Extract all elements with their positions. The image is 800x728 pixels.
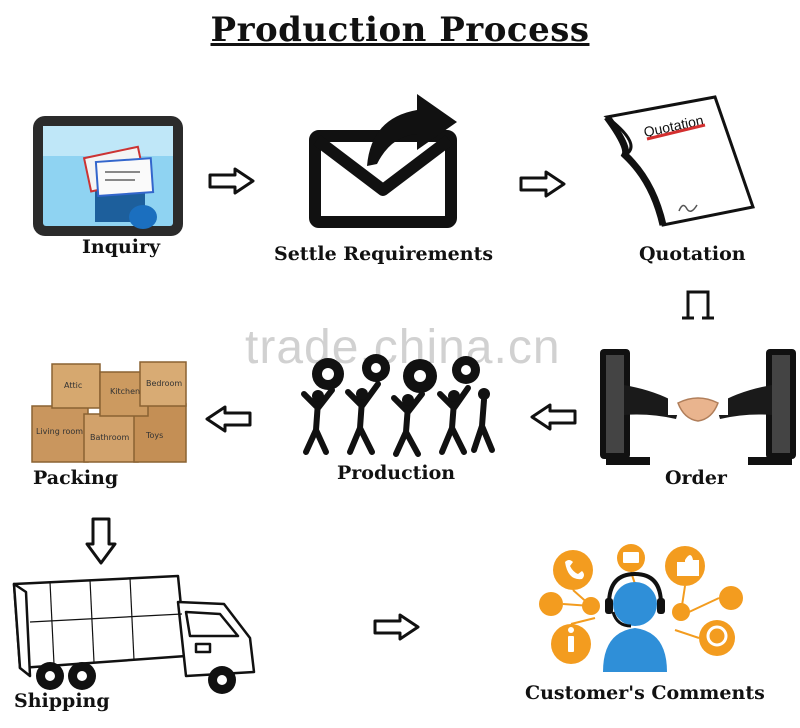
tablet-mailbox-icon	[33, 116, 183, 236]
box-label: Bathroom	[90, 433, 130, 442]
step-label-order: Order	[665, 467, 727, 489]
step-label-settle-requirements: Settle Requirements	[274, 243, 494, 265]
box-label: Toys	[145, 431, 163, 440]
step-label-customers-comments: Customer's Comments	[525, 682, 765, 704]
arrow-left-icon	[205, 405, 252, 433]
arrow-down-icon	[682, 290, 714, 320]
arrow-right-icon	[208, 167, 255, 195]
arrow-down-icon	[85, 517, 117, 565]
arrow-right-icon	[373, 613, 420, 641]
step-label-production: Production	[337, 462, 456, 484]
box-label: Living room	[36, 427, 83, 436]
page-title: Production Process	[210, 10, 590, 50]
step-label-packing: Packing	[33, 467, 119, 489]
customer-service-icon	[539, 544, 743, 672]
envelope-share-icon	[309, 94, 457, 228]
step-label-quotation: Quotation	[639, 243, 746, 265]
watermark: trade.china.cn	[245, 321, 561, 374]
step-label-inquiry: Inquiry	[82, 236, 161, 258]
quotation-document-icon: Quotation	[603, 95, 755, 227]
delivery-truck-icon	[12, 574, 256, 694]
arrow-right-icon	[519, 170, 566, 198]
step-label-shipping: Shipping	[14, 690, 110, 712]
box-label: Bedroom	[146, 379, 182, 388]
arrow-left-icon	[530, 403, 577, 431]
box-label: Attic	[64, 381, 82, 390]
people-gears-icon	[301, 354, 495, 457]
box-label: Kitchen	[110, 387, 140, 396]
handshake-monitors-icon	[600, 349, 796, 465]
cardboard-boxes-icon: Attic Kitchen Bedroom Living room Bathro…	[31, 361, 187, 463]
